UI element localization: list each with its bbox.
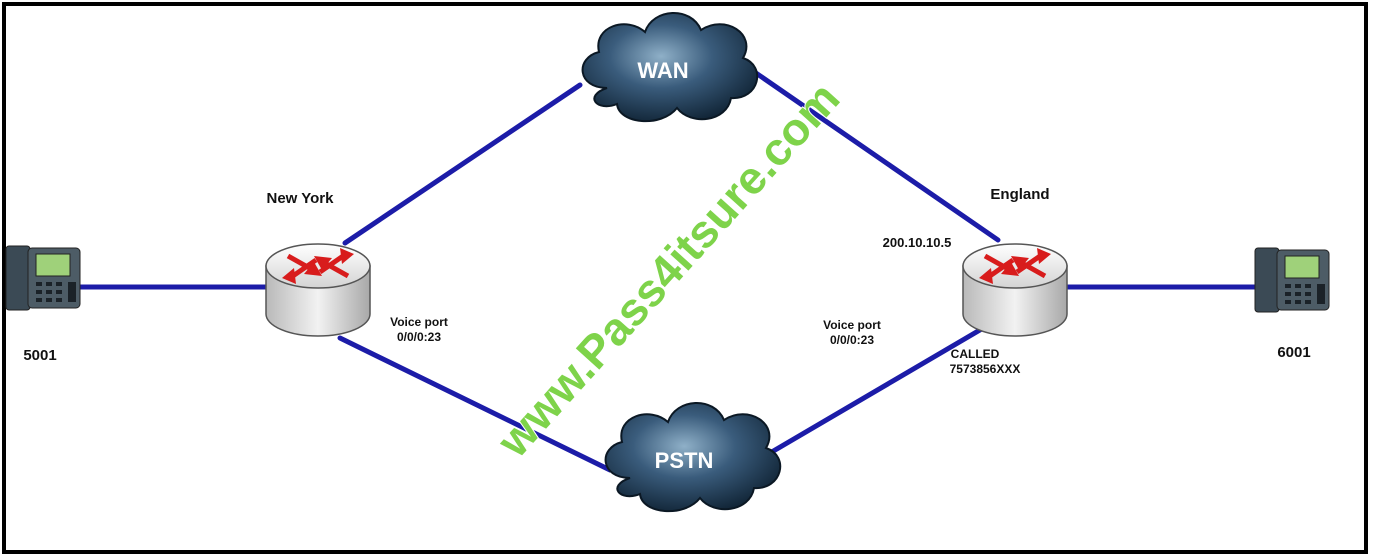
newyork-voice-port: 0/0/0:23 (397, 330, 441, 344)
ip-phone-left (5, 245, 81, 311)
ip-phone-right (1254, 247, 1330, 313)
site-label-new-york: New York (267, 190, 335, 207)
link-wan-to-england (737, 59, 1001, 243)
phone-extension-5001: 5001 (23, 347, 56, 364)
england-ip-address: 200.10.10.5 (883, 235, 952, 250)
wan-cloud-label: WAN (637, 58, 688, 83)
pstn-cloud-label: PSTN (655, 448, 714, 473)
link-newyork-to-pstn (337, 335, 613, 473)
wan-cloud: WAN (581, 11, 759, 123)
site-label-england: England (990, 186, 1049, 203)
phone-extension-6001: 6001 (1277, 344, 1310, 361)
pstn-cloud: PSTN (604, 401, 782, 513)
england-called-number: 7573856XXX (950, 362, 1021, 376)
router-new-york (266, 244, 370, 336)
england-voice-port-label: Voice port (823, 318, 881, 332)
link-newyork-to-wan (342, 82, 583, 246)
england-called-label: CALLED (951, 347, 1000, 361)
link-pstn-to-england (767, 324, 988, 456)
newyork-voice-port-label: Voice port (390, 315, 448, 329)
england-voice-port: 0/0/0:23 (830, 333, 874, 347)
router-england (963, 244, 1067, 336)
network-links (77, 59, 1258, 473)
